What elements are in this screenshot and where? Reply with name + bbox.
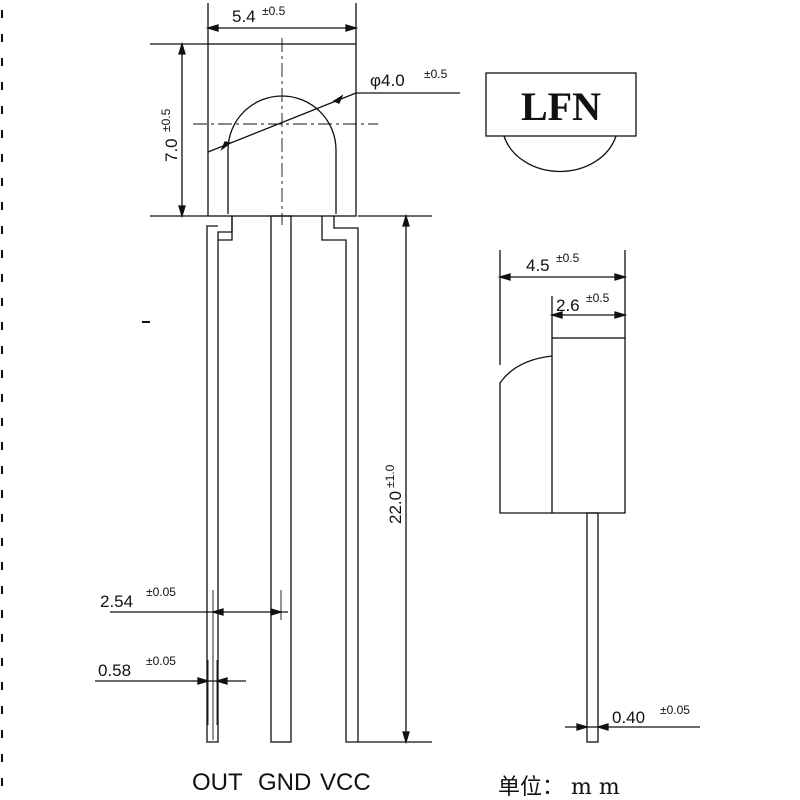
lead-thick-arrow-left	[576, 723, 590, 731]
side-body-arrow-right	[614, 311, 628, 319]
side-depth-arrow-right	[614, 273, 628, 281]
lead-width-arrow-left	[197, 677, 211, 685]
pitch-arrow-right	[270, 608, 284, 616]
lead-out-inner	[218, 216, 233, 241]
lead-thick-arrow-right	[595, 723, 609, 731]
side-body-value: 2.6	[556, 296, 580, 315]
lead-length-arrow-top	[402, 213, 410, 227]
lead-thick-tol: ±0.05	[660, 703, 690, 717]
lead-out	[206, 216, 233, 743]
body-width-arrow-right	[345, 24, 359, 32]
side-body-tol: ±0.5	[586, 291, 610, 305]
lead-length-arrow-bottom	[402, 731, 410, 745]
lead-width-arrow-right	[214, 677, 228, 685]
side-depth-value: 4.5	[526, 256, 550, 275]
lens-dia-value: φ4.0	[370, 71, 405, 90]
pin-label-gnd: GND	[258, 769, 311, 796]
body-width-value: 5.4	[232, 7, 256, 26]
lead-vcc	[321, 216, 359, 743]
side-depth-tol: ±0.5	[556, 251, 580, 265]
side-depth-arrow-left	[497, 273, 511, 281]
body-height-arrow-top	[178, 41, 186, 55]
lead-width-tol: ±0.05	[146, 654, 176, 668]
side-lens	[499, 355, 553, 514]
pin-label-out: OUT	[192, 769, 243, 796]
lead-width-value: 0.58	[98, 661, 131, 680]
lead-length-tol: ±1.0	[383, 464, 397, 488]
lens-diameter-leader	[207, 92, 357, 153]
side-body-arrow-left	[549, 311, 563, 319]
body-height-value: 7.0	[162, 138, 181, 162]
pin-label-vcc: VCC	[320, 769, 371, 796]
body-width-tol: ±0.5	[262, 4, 286, 18]
pitch-arrow-left	[210, 608, 224, 616]
body-height-tol: ±0.5	[159, 108, 173, 132]
pitch-tol: ±0.05	[146, 585, 176, 599]
lens-dia-arrow-b	[332, 94, 344, 104]
side-body	[551, 337, 626, 514]
lead-length-value: 22.0	[386, 491, 405, 524]
marking-box	[485, 72, 637, 137]
lens-dia-arrow-a	[220, 141, 232, 151]
pitch-value: 2.54	[100, 592, 133, 611]
side-lead	[586, 512, 599, 743]
lens-dia-tol: ±0.5	[424, 67, 448, 81]
marking-lens-bump	[503, 135, 617, 173]
body-height-arrow-bottom	[178, 205, 186, 219]
lead-gnd	[270, 215, 292, 743]
body-width-arrow-left	[205, 24, 219, 32]
unit-label: 单位： m m	[498, 775, 620, 800]
lead-thick-value: 0.40	[612, 708, 645, 727]
marking-text: LFN	[521, 84, 601, 129]
